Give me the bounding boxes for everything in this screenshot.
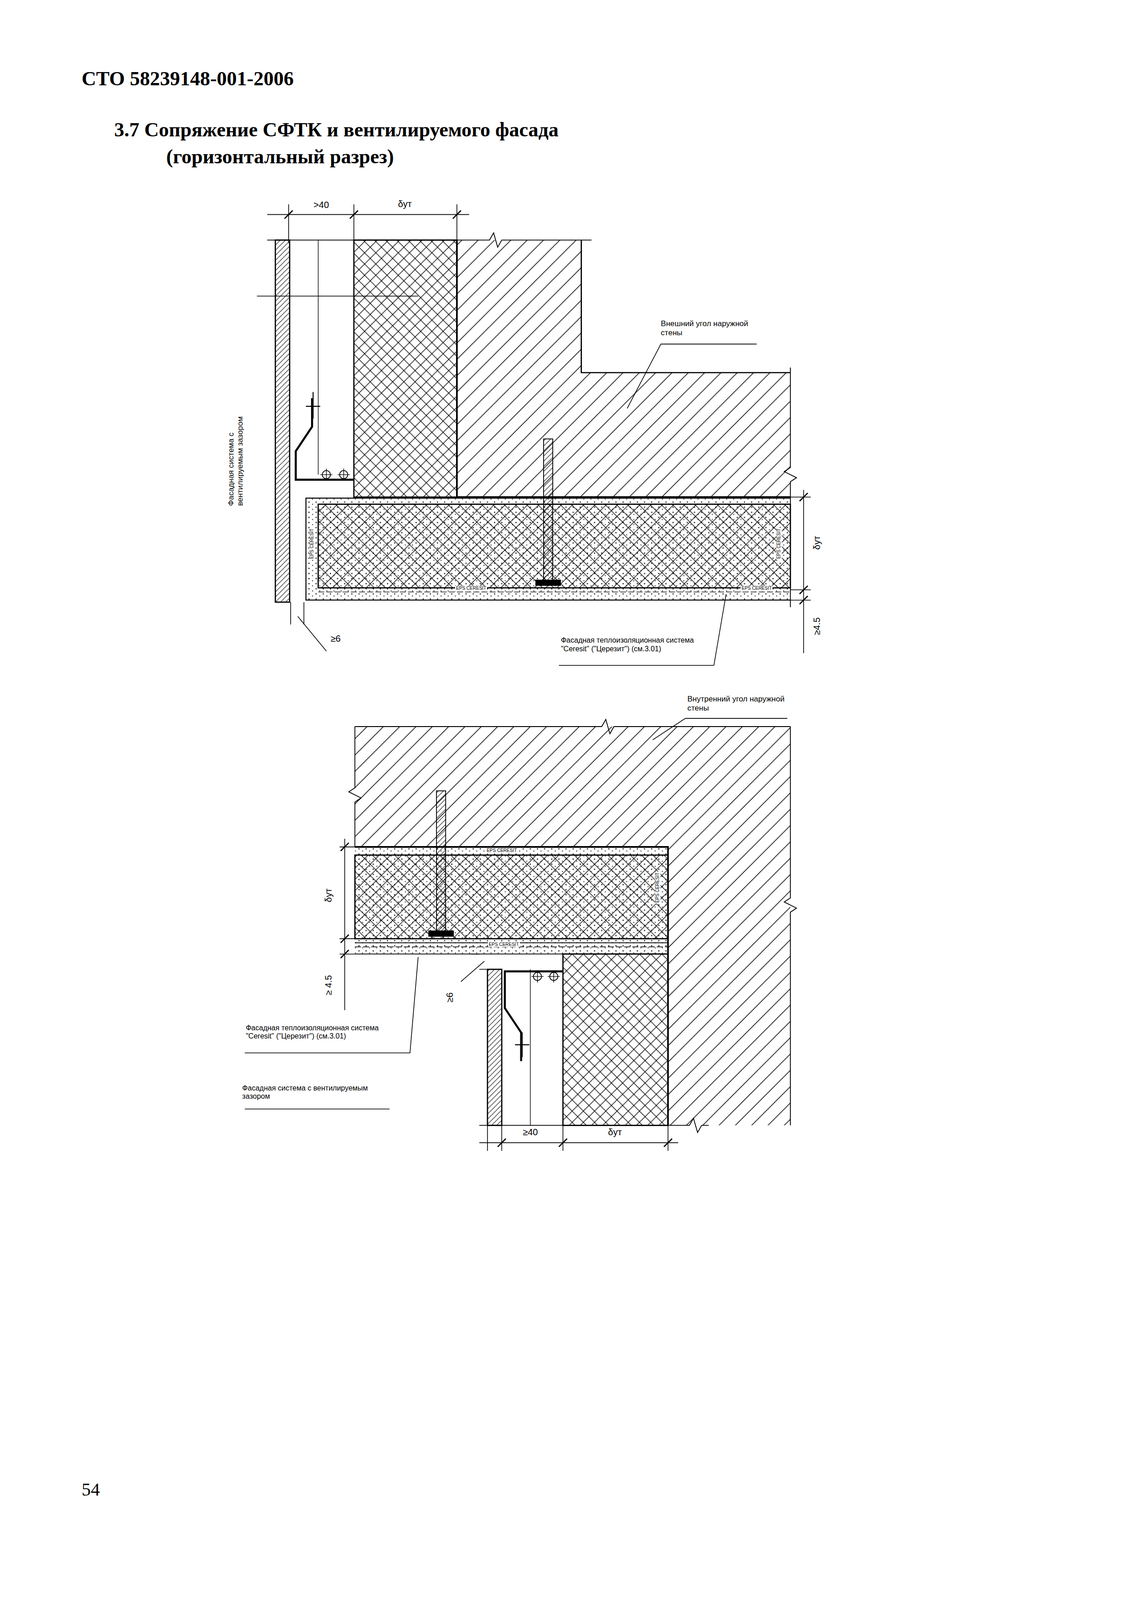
dimension-text: δут	[607, 1126, 623, 1138]
callout-label: Внешний угол наружной стены	[659, 319, 756, 338]
material-mark: EPS CERESIT	[455, 586, 488, 592]
dimension-text: ≥40	[521, 1126, 539, 1138]
dimension-text: δут	[397, 198, 413, 210]
top-detail	[257, 204, 811, 666]
page-number: 54	[81, 1478, 100, 1500]
dimension-text: δут	[811, 534, 823, 551]
material-mark: EPS CERESIT	[740, 586, 773, 592]
dimension-text: ≥ 4.5	[323, 974, 334, 997]
callout-label: Фасадная система с вентилируемым зазором	[226, 390, 245, 507]
material-mark: EPS CERESIT	[487, 941, 520, 948]
dimension-text: ≥6	[329, 632, 342, 644]
callout-label: Фасадная теплоизоляционная система "Cere…	[244, 1023, 408, 1041]
material-mark: EPS CERESIT	[485, 847, 518, 854]
dimension-text: >40	[312, 199, 330, 211]
material-mark: EPS CERESIT	[655, 871, 661, 903]
dimension-text: δут	[323, 887, 334, 903]
dimension-text: ≥4.5	[811, 616, 823, 637]
callout-label: Фасадная теплоизоляционная система "Cere…	[560, 636, 705, 654]
callout-label: Фасадная система с вентилируемым зазором	[241, 1084, 391, 1101]
callout-label: Внутренний угол наружной стены	[686, 694, 787, 713]
section-title: 3.7 Сопряжение СФТК и вентилируемого фас…	[114, 116, 656, 171]
material-mark: EPS CERESIT	[776, 527, 783, 560]
document-code: СТО 58239148-001-2006	[81, 67, 294, 91]
dimension-text: ≥6	[444, 991, 456, 1004]
material-mark: EPS CERESIT	[309, 527, 316, 560]
